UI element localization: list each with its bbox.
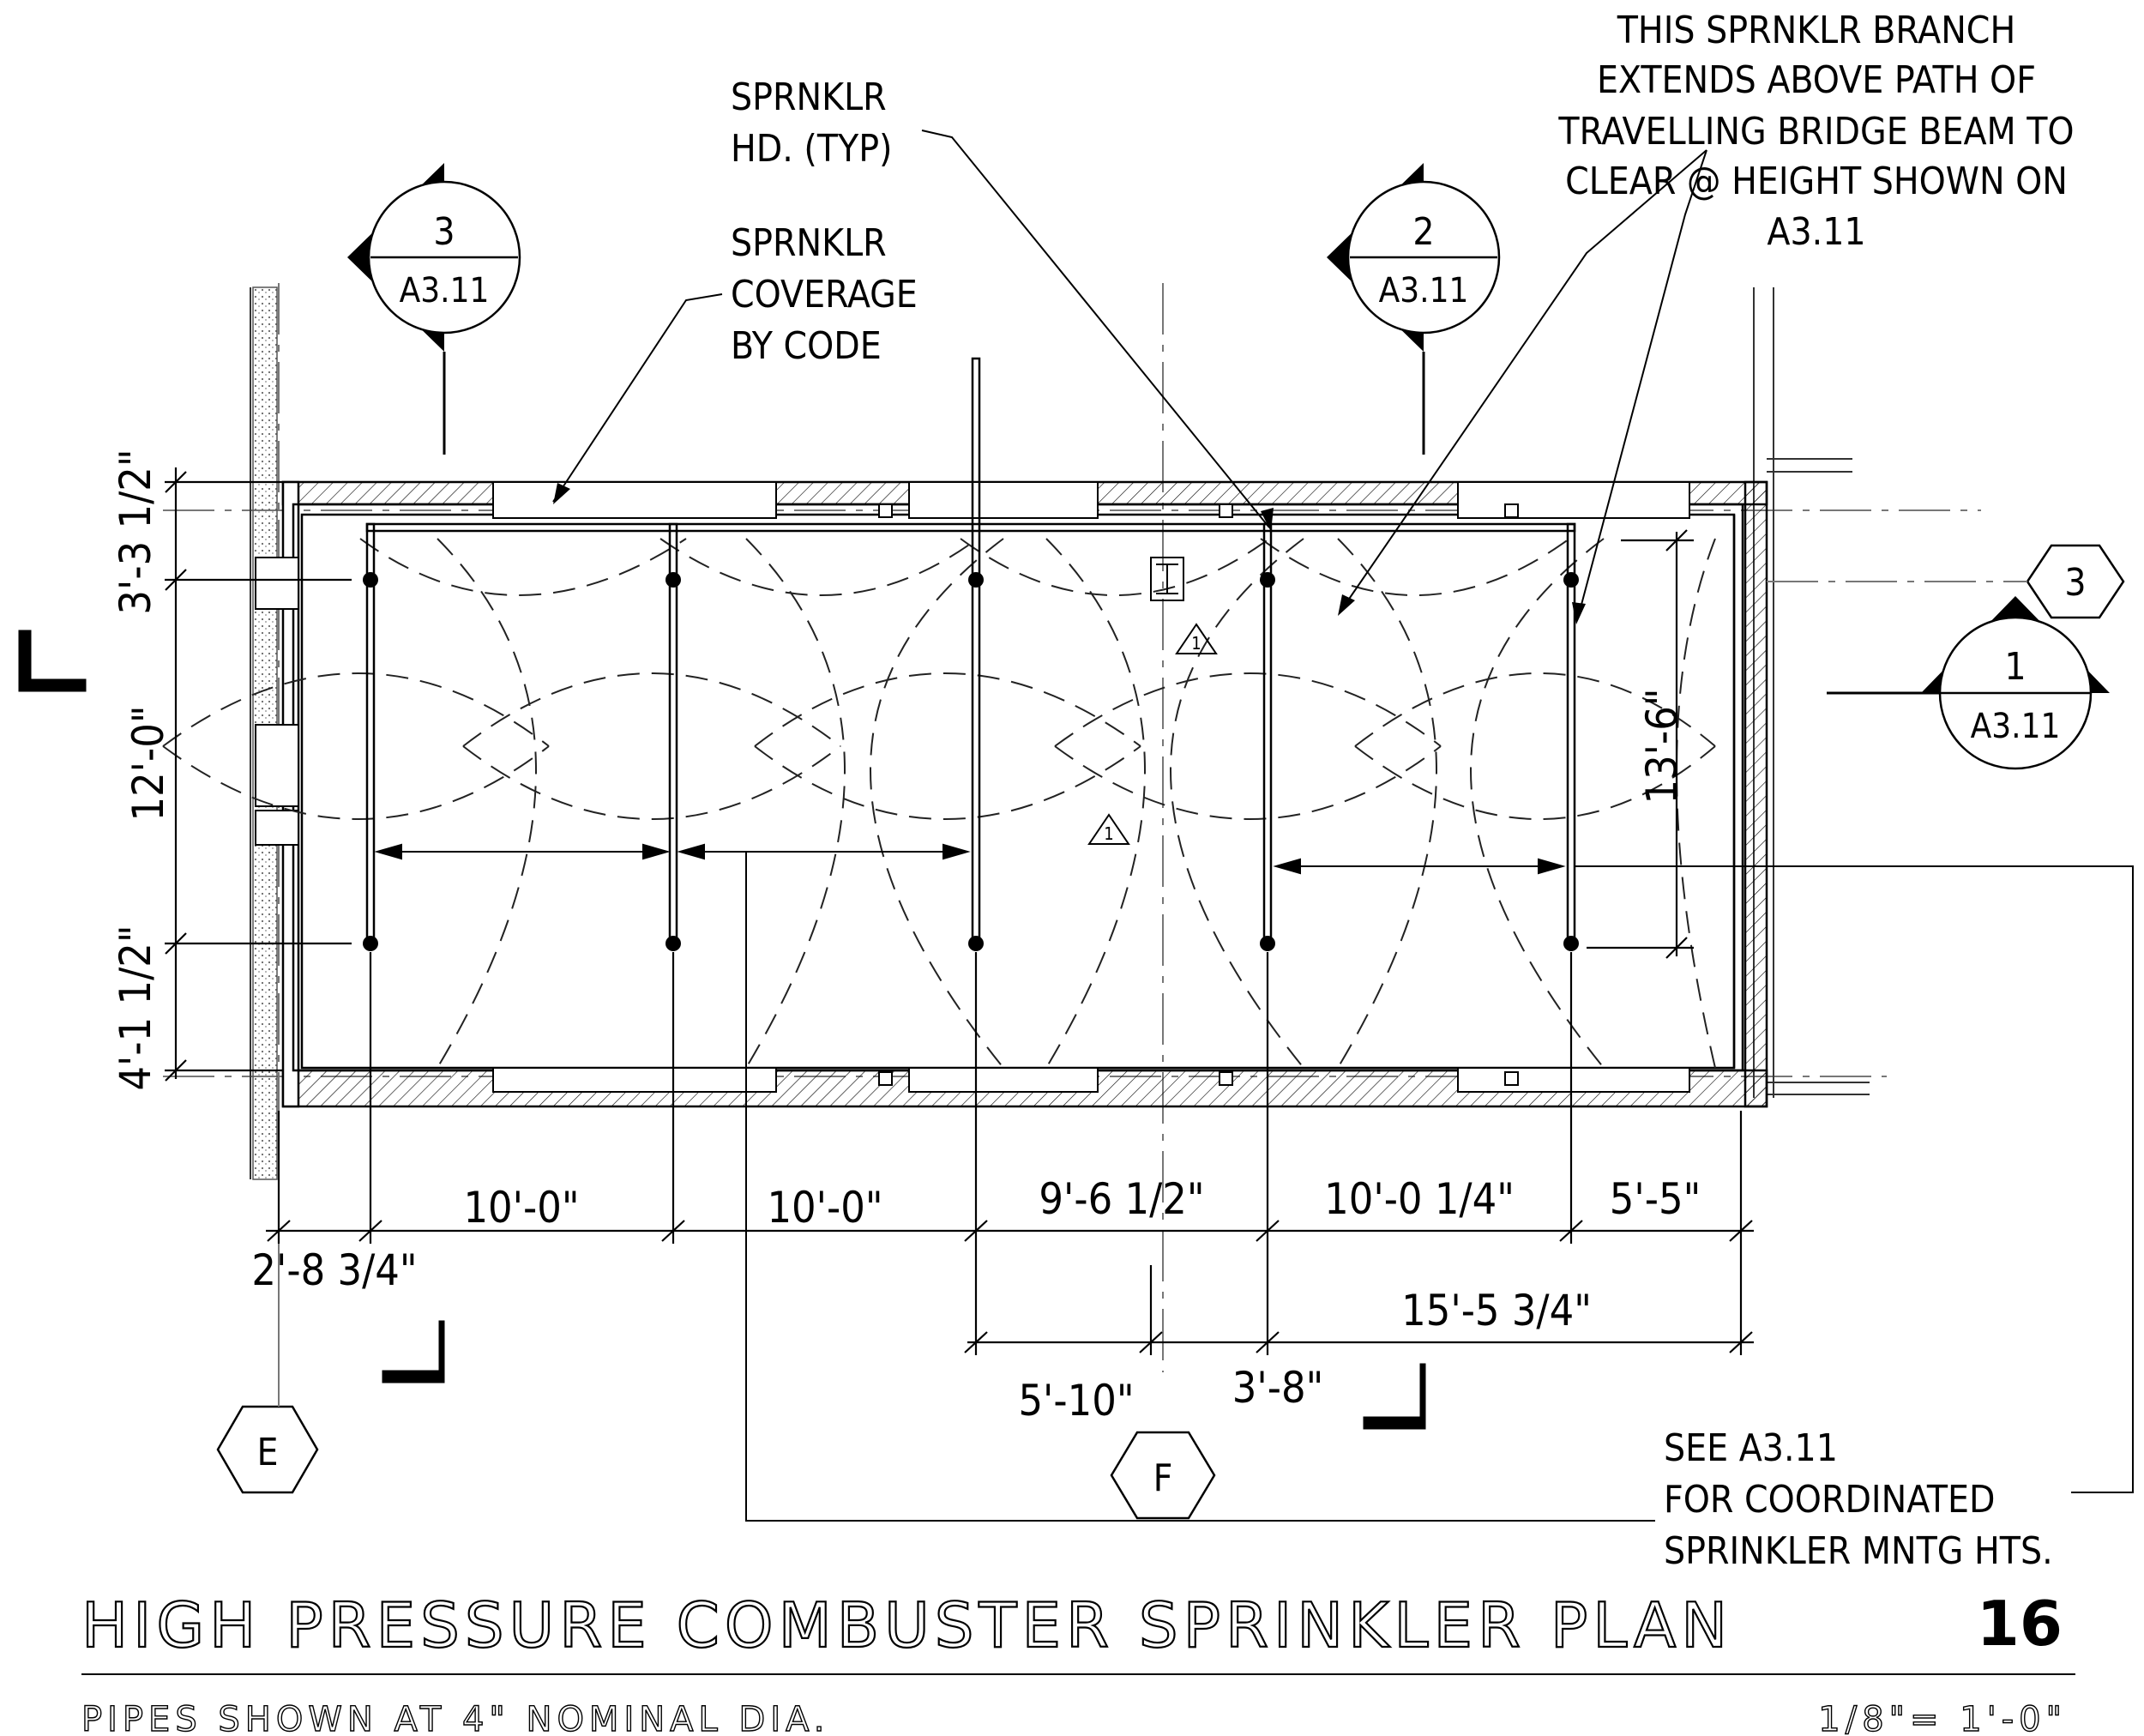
svg-text:E: E [256, 1431, 278, 1474]
svg-text:1: 1 [1191, 633, 1201, 654]
section-marker-2: 2 A3.11 [1327, 163, 1501, 455]
svg-text:3: 3 [433, 210, 455, 254]
grid-tag-F: F [1110, 1431, 1216, 1520]
sprinkler-head [1260, 572, 1275, 588]
see-a311-note: SEE A3.11 FOR COORDINATED SPRINKLER MNTG… [1664, 1426, 2053, 1573]
leader-lines [552, 130, 2134, 1522]
svg-text:10'-0": 10'-0" [767, 1183, 882, 1233]
svg-text:A3.11: A3.11 [1971, 707, 2061, 746]
sprinkler-piping [365, 357, 1576, 946]
sprinkler-heads [363, 572, 1579, 951]
sprinkler-head-callout: SPRNKLR HD. (TYP) [731, 75, 893, 171]
sprinkler-head [1260, 936, 1275, 951]
svg-text:5'-5": 5'-5" [1610, 1174, 1701, 1224]
svg-text:SPRNKLR: SPRNKLR [731, 221, 887, 265]
svg-text:COVERAGE: COVERAGE [731, 273, 918, 316]
coverage-callout: SPRNKLR COVERAGE BY CODE [731, 221, 918, 368]
svg-text:HD. (TYP): HD. (TYP) [731, 127, 893, 171]
revision-tag: 1 [1087, 813, 1130, 845]
svg-text:2'-8 3/4": 2'-8 3/4" [251, 1245, 417, 1295]
leader-arrowheads [553, 483, 1586, 624]
sprinkler-head [665, 936, 681, 951]
svg-text:1: 1 [2004, 645, 2026, 689]
pipe-note: PIPES SHOWN AT 4" NOMINAL DIA. [81, 1700, 830, 1736]
svg-text:CLEAR @ HEIGHT SHOWN ON: CLEAR @ HEIGHT SHOWN ON [1565, 160, 2068, 203]
svg-text:EXTENDS ABOVE PATH OF: EXTENDS ABOVE PATH OF [1597, 58, 2036, 102]
svg-text:SEE A3.11: SEE A3.11 [1664, 1426, 1838, 1470]
svg-text:9'-6 1/2": 9'-6 1/2" [1039, 1174, 1204, 1224]
sprinkler-head [665, 572, 681, 588]
vertical-dimension-lines [165, 467, 1694, 1082]
svg-text:2: 2 [1412, 210, 1434, 254]
svg-text:3'-8": 3'-8" [1232, 1363, 1324, 1413]
sprinkler-head [968, 572, 984, 588]
wall-openings [492, 481, 1690, 1093]
revision-tag: 1 [1175, 623, 1218, 654]
sprinkler-head [363, 572, 378, 588]
sprinkler-head [1563, 936, 1579, 951]
svg-text:SPRINKLER MNTG HTS.: SPRINKLER MNTG HTS. [1664, 1529, 2053, 1573]
left-door-jambs [255, 557, 299, 846]
interior-dimension-arrows [374, 843, 1566, 875]
svg-text:1: 1 [1104, 823, 1113, 844]
sprinkler-head [363, 936, 378, 951]
svg-text:3: 3 [2064, 561, 2086, 605]
sprinkler-head [968, 936, 984, 951]
svg-text:3'-3 1/2": 3'-3 1/2" [111, 449, 160, 614]
horizontal-dimension-lines [266, 952, 1754, 1355]
svg-text:A3.11: A3.11 [1767, 210, 1865, 254]
coverage-arcs [162, 538, 1716, 1069]
svg-text:F: F [1153, 1456, 1173, 1500]
sprinkler-head [1563, 572, 1579, 588]
svg-text:10'-0": 10'-0" [463, 1183, 579, 1233]
svg-text:13'-6": 13'-6" [1637, 688, 1687, 804]
svg-text:10'-0 1/4": 10'-0 1/4" [1324, 1174, 1515, 1224]
grid-tag-E: E [216, 1235, 319, 1494]
svg-text:4'-1 1/2": 4'-1 1/2" [111, 925, 160, 1090]
svg-text:SPRNKLR: SPRNKLR [731, 75, 887, 119]
svg-text:THIS SPRNKLR BRANCH: THIS SPRNKLR BRANCH [1617, 9, 2015, 52]
svg-text:TRAVELLING BRIDGE BEAM TO: TRAVELLING BRIDGE BEAM TO [1557, 110, 2074, 154]
svg-text:BY CODE: BY CODE [731, 324, 882, 368]
section-marker-3: 3 A3.11 [347, 163, 521, 455]
svg-text:A3.11: A3.11 [1379, 271, 1469, 310]
grid-tag-3: 3 [1767, 544, 2125, 619]
i-beam-column [1150, 557, 1184, 601]
svg-text:12'-0": 12'-0" [123, 705, 173, 821]
svg-text:5'-10": 5'-10" [1018, 1376, 1134, 1426]
svg-text:A3.11: A3.11 [400, 271, 490, 310]
branch-note-callout: THIS SPRNKLR BRANCH EXTENDS ABOVE PATH O… [1557, 9, 2074, 254]
svg-text:15'-5 3/4": 15'-5 3/4" [1401, 1286, 1592, 1335]
drawing-title: HIGH PRESSURE COMBUSTER SPRINKLER PLAN [81, 1589, 1732, 1661]
title-block: HIGH PRESSURE COMBUSTER SPRINKLER PLAN 1… [81, 1588, 2075, 1736]
svg-text:FOR COORDINATED: FOR COORDINATED [1664, 1478, 1996, 1522]
cut-markers [18, 630, 1426, 1430]
dimension-labels: 10'-0" 10'-0" 9'-6 1/2" 10'-0 1/4" 5'-5"… [111, 449, 1701, 1426]
drawing-scale: 1/8"= 1'-0" [1818, 1700, 2067, 1736]
sheet-number: 16 [1977, 1588, 2063, 1660]
section-marker-1: 1 A3.11 [1827, 596, 2110, 770]
